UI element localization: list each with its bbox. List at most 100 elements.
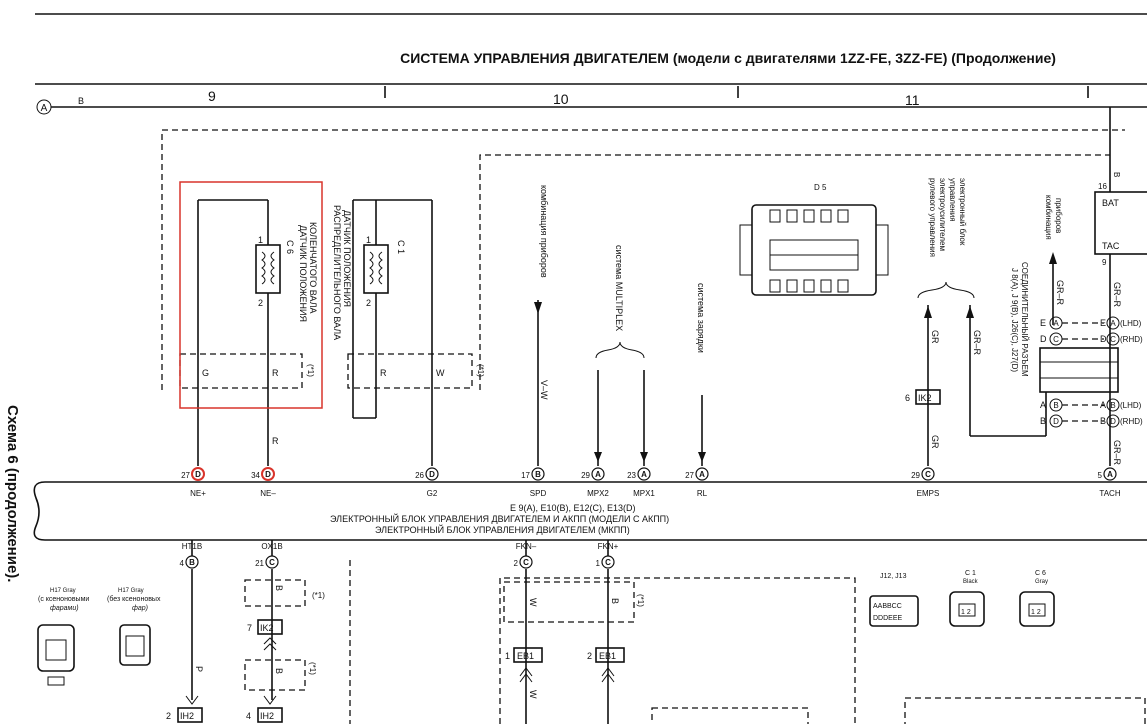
svg-text:E: E [1100,318,1106,328]
ih2-b-label: IH2 [260,711,274,721]
crank-pin-1: 1 [258,235,263,245]
ik2-connector-mid [257,619,283,635]
instrument3-label: приборов [1054,198,1063,233]
arrow-icon [698,452,706,462]
svg-text:D: D [429,470,435,479]
crank-code: C 6 [285,240,295,254]
arrow-icon [534,302,542,314]
svg-text:D: D [1040,334,1047,344]
eps-wire-gr2: GR [930,435,940,449]
cam-code: C 1 [396,240,406,254]
legend-j12: J12, J13 AABBCC DDDEEE [869,573,919,627]
svg-text:C 1: C 1 [965,570,976,577]
svg-text:MPX2: MPX2 [587,489,609,498]
svg-text:OX1B: OX1B [261,542,282,551]
junction-label-1: J 8(A), J 9(B), J26(C), J27(D) [1010,268,1019,372]
svg-text:C: C [523,558,529,567]
ecu-outline [33,481,1147,541]
svg-text:A: A [1053,319,1059,328]
svg-text:E: E [1040,318,1046,328]
legend-h17-xenon: H17 Gray (с ксеноновыми фарами) [37,588,89,686]
ref-b-label: B [78,96,84,106]
svg-text:MPX1: MPX1 [633,489,655,498]
eps-brace [917,281,975,299]
cam-name2: РАСПРЕДЕЛИТЕЛЬНОГО ВАЛА [332,205,342,340]
svg-text:B: B [189,558,195,567]
legend-c1: C 1 Black 1 2 [949,570,985,627]
multiplex-brace [595,341,645,359]
ox1b-wire-b2: B [274,668,284,674]
ox1b-wire-b: B [274,585,284,591]
svg-text:SPD: SPD [530,489,547,498]
crank-wire-r: R [272,368,279,378]
shield-inner [479,154,1110,390]
eb1-a-label: EB1 [517,651,534,661]
crank-pin-2: 2 [258,298,263,308]
bat-label: BAT [1102,198,1119,208]
svg-text:NE+: NE+ [190,489,206,498]
svg-text:4: 4 [180,559,185,568]
ih2-connector-a [177,707,203,723]
tac-label: TAC [1102,241,1120,251]
svg-text:TACH: TACH [1099,489,1120,498]
svg-text:A: A [595,470,601,479]
arrow-icon [594,452,602,462]
crank-name1: ДАТЧИК ПОЛОЖЕНИЯ [298,225,308,322]
cam-pin-1: 1 [366,235,371,245]
ox1b-shield-2 [244,659,306,691]
connector-chevron-icon [519,667,615,683]
cam-wire-w: W [436,368,445,378]
svg-text:C: C [1053,335,1059,344]
instrument-label: комбинация приборов [539,185,549,278]
crank-coil-icon [261,251,275,285]
cam-shield [347,353,473,389]
charging-label: система зарядки [696,283,706,353]
ox1b-star: (*1) [312,591,325,600]
column-9: 9 [208,88,216,104]
instrument2-label: комбинация [1044,195,1053,240]
multiplex-label: система MULTIPLEX [614,245,624,331]
eps-label-2: управления [948,178,957,222]
eb1-b-pin: 2 [587,651,592,661]
svg-text:G2: G2 [427,489,438,498]
pin-9: 9 [1102,258,1107,267]
fkn-wire-b: B [610,598,620,604]
ref-a-label: A [41,103,48,114]
shield-outer [161,129,1125,390]
svg-text:фарами): фарами) [50,605,79,612]
crank-name2: КОЛЕНЧАТОГО ВАЛА [308,222,318,314]
svg-text:27: 27 [685,471,694,480]
svg-text:NE–: NE– [260,489,276,498]
tach-wire-grr: GR–R [1112,282,1122,308]
svg-text:26: 26 [415,471,424,480]
svg-text:HT1B: HT1B [182,542,202,551]
svg-text:23: 23 [627,471,636,480]
cam-name1: ДАТЧИК ПОЛОЖЕНИЯ [342,210,352,307]
eps-wire-grr: GR–R [972,330,982,356]
svg-text:5: 5 [1098,471,1103,480]
arrow-icon [640,452,648,462]
svg-text:1 2: 1 2 [1031,609,1041,616]
svg-text:A: A [1107,470,1113,479]
bat-wire-b: B [1112,172,1121,177]
svg-text:H17 Gray: H17 Gray [118,588,144,594]
svg-text:D: D [1100,334,1107,344]
svg-text:A: A [1100,400,1106,410]
spd-wire-vw: V–W [539,380,549,400]
svg-text:C: C [605,558,611,567]
ds-label: D 5 [814,183,827,192]
svg-text:D: D [1053,417,1059,426]
svg-text:DDDEEE: DDDEEE [873,615,903,622]
cam-pin-2: 2 [366,298,371,308]
cam-coil-icon [369,251,383,285]
ecu-line-1: E 9(A), E10(B), E12(C), E13(D) [510,503,636,513]
ecu-pin-group: D27NE+D34NE–D26G2B17SPDA29MPX2A23MPX1A27… [181,467,1121,498]
connector-chevron-icon [263,637,277,651]
svg-text:1 2: 1 2 [961,609,971,616]
page-title: СИСТЕМА УПРАВЛЕНИЯ ДВИГАТЕЛЕМ (модели с … [400,50,1056,66]
